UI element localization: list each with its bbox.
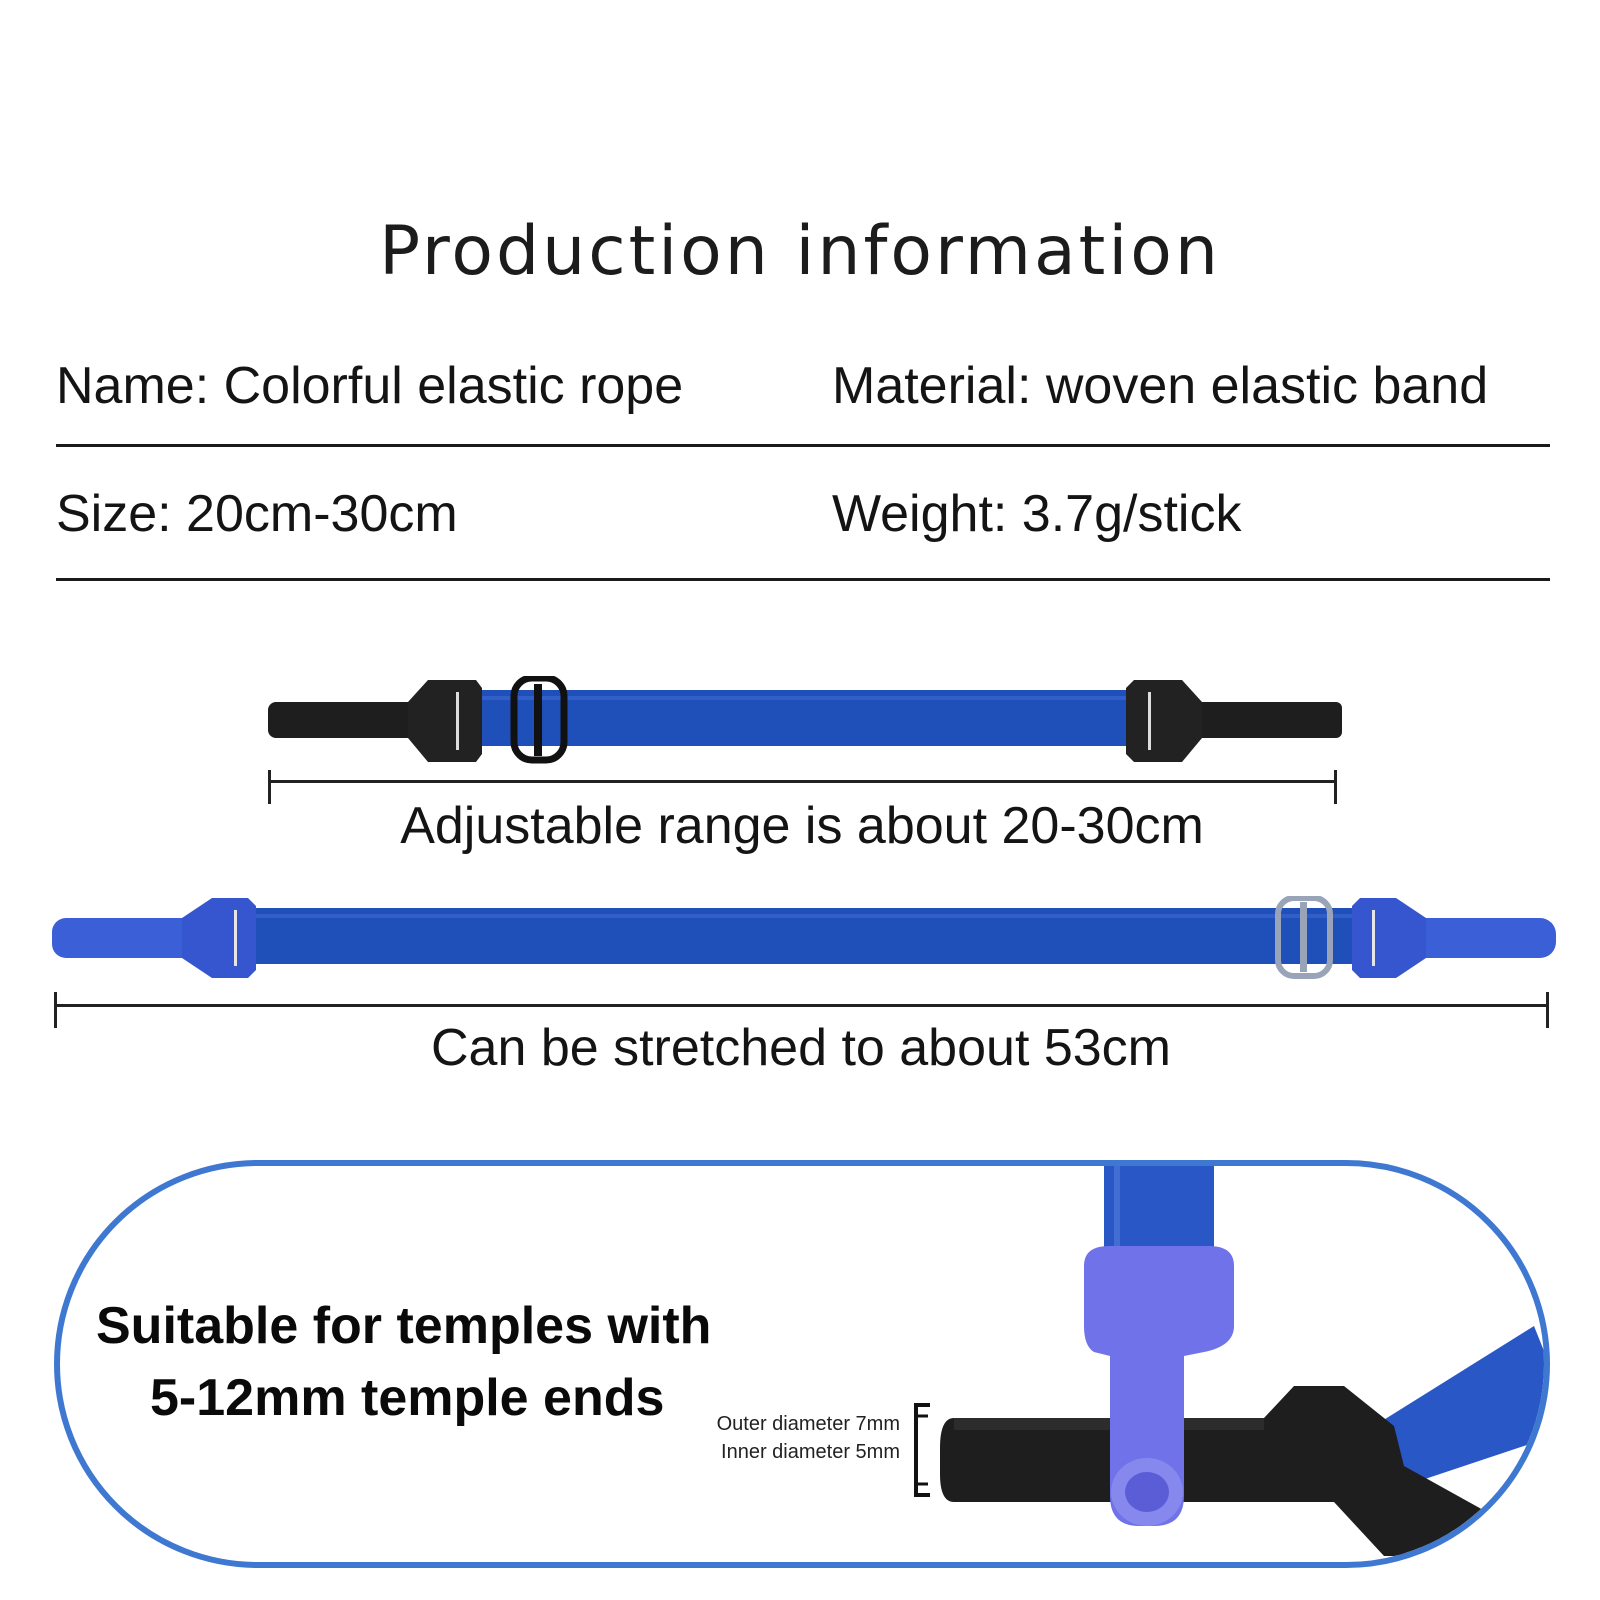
dimension-tick <box>1546 992 1549 1028</box>
detail-panel: Suitable for temples with 5-12mm temple … <box>54 1160 1550 1568</box>
strap-long-illustration <box>52 896 1556 980</box>
caption-stretched: Can be stretched to about 53cm <box>430 1019 1171 1077</box>
slider-buckle-icon <box>1275 896 1333 979</box>
suitable-line-2: 5-12mm temple ends <box>150 1369 665 1427</box>
black-end-cap-icon <box>268 680 482 762</box>
spec-size: Size: 20cm-30cm <box>56 485 458 543</box>
spec-name: Name: Colorful elastic rope <box>56 357 684 415</box>
suitable-line-1: Suitable for temples with <box>96 1297 712 1355</box>
spec-divider-2 <box>56 578 1550 581</box>
blue-end-cap-icon <box>52 898 256 978</box>
black-end-cap-icon <box>1126 680 1342 762</box>
slider-buckle-icon <box>510 676 568 764</box>
inner-diameter-label: Inner diameter 5mm <box>721 1441 900 1463</box>
caption-adjustable: Adjustable range is about 20-30cm <box>400 797 1204 855</box>
outer-diameter-label: Outer diameter 7mm <box>716 1413 900 1435</box>
spec-weight: Weight: 3.7g/stick <box>832 485 1242 543</box>
strap-short-illustration <box>268 676 1342 766</box>
blue-band <box>232 908 1362 964</box>
dimension-line-long <box>54 1004 1548 1007</box>
page-title: Production information <box>379 212 1221 291</box>
dimension-line-short <box>268 780 1336 783</box>
blue-end-cap-icon <box>1352 898 1556 978</box>
dimension-tick <box>268 770 271 804</box>
diameter-bracket <box>912 1402 934 1498</box>
dimension-tick <box>1334 770 1337 804</box>
blue-band <box>458 690 1138 746</box>
spec-material: Material: woven elastic band <box>832 357 1489 415</box>
dimension-tick <box>54 992 57 1028</box>
spec-divider-1 <box>56 444 1550 447</box>
temple-tip-closeup-icon <box>934 1166 1544 1562</box>
